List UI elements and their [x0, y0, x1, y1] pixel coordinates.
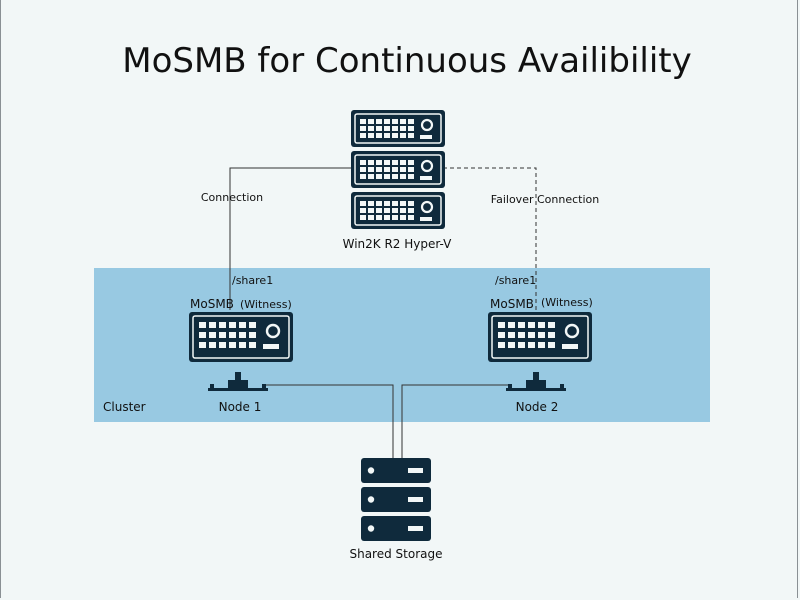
node-1: /share1 MoSMB (Witness) Node 1 — [187, 274, 295, 414]
failover-connection-line — [443, 167, 537, 310]
node1-label: Node 1 — [219, 400, 262, 414]
failover-connection-label: Failover Connection — [491, 193, 599, 206]
node1-witness-label: (Witness) — [240, 298, 292, 311]
node1-share-label: /share1 — [232, 274, 273, 287]
hyperv-label: Win2K R2 Hyper-V — [343, 237, 453, 251]
cluster-label: Cluster — [103, 400, 146, 414]
server-unit-icon — [187, 310, 295, 364]
connection-line — [229, 167, 352, 310]
node1-storage-link — [262, 384, 394, 458]
connection-label: Connection — [201, 191, 263, 204]
diagram-title: MoSMB for Continuous Availibility — [122, 41, 692, 81]
rack-server-icon — [349, 108, 447, 231]
node2-witness-label: (Witness) — [541, 296, 593, 309]
node1-server-label: MoSMB — [190, 297, 234, 311]
node2-label: Node 2 — [516, 400, 559, 414]
server-unit-icon — [486, 310, 594, 364]
node2-storage-link — [401, 384, 510, 458]
node-2: /share1 MoSMB (Witness) Node 2 — [486, 274, 594, 414]
node2-server-label: MoSMB — [490, 297, 534, 311]
storage-stack-icon — [361, 458, 431, 541]
storage-label: Shared Storage — [349, 547, 442, 561]
node2-share-label: /share1 — [495, 274, 536, 287]
